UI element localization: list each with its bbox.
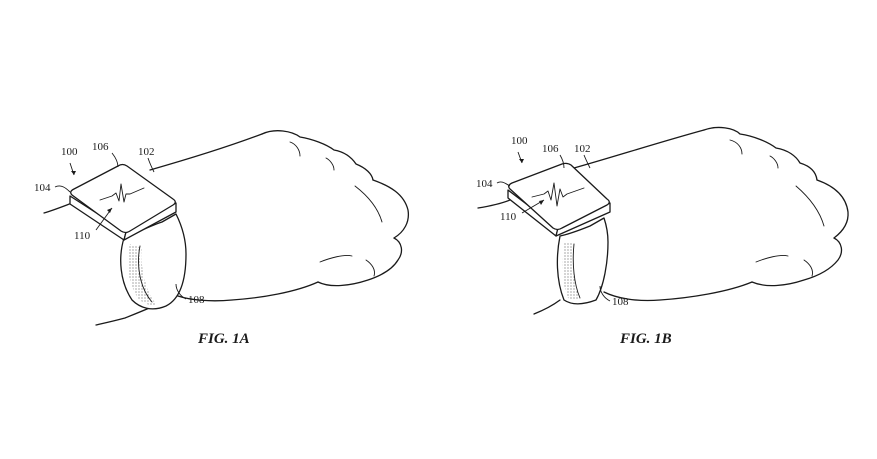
figure-1b: 100 106 102 104 110 108 FIG. 1B xyxy=(476,126,849,347)
watch-band xyxy=(556,217,609,305)
watch-housing xyxy=(507,162,611,237)
ref-110: 110 xyxy=(500,211,517,223)
ref-108: 108 xyxy=(188,294,205,306)
ref-102: 102 xyxy=(138,146,155,158)
ecg-waveform xyxy=(531,182,585,207)
hand-outline xyxy=(43,130,410,326)
ref-100: 100 xyxy=(511,135,528,147)
figure-1a: 100 106 102 104 110 108 FIG. 1A xyxy=(34,130,410,347)
figure-caption-1b: FIG. 1B xyxy=(619,331,672,347)
ref-100: 100 xyxy=(61,146,78,158)
reference-numerals-1b: 100 106 102 104 110 108 xyxy=(476,135,629,308)
ref-102: 102 xyxy=(574,143,591,155)
ref-108: 108 xyxy=(612,296,629,308)
reference-numerals-1a: 100 106 102 104 110 108 xyxy=(34,141,205,306)
ref-106: 106 xyxy=(542,143,559,155)
watch-band xyxy=(120,213,187,310)
ref-106: 106 xyxy=(92,141,109,153)
figure-caption-1a: FIG. 1A xyxy=(197,331,250,347)
ref-110: 110 xyxy=(74,230,91,242)
watch-housing xyxy=(69,163,177,241)
ecg-waveform xyxy=(99,183,145,203)
ref-104: 104 xyxy=(476,178,493,190)
hand-outline xyxy=(477,126,849,315)
ref-104: 104 xyxy=(34,182,51,194)
